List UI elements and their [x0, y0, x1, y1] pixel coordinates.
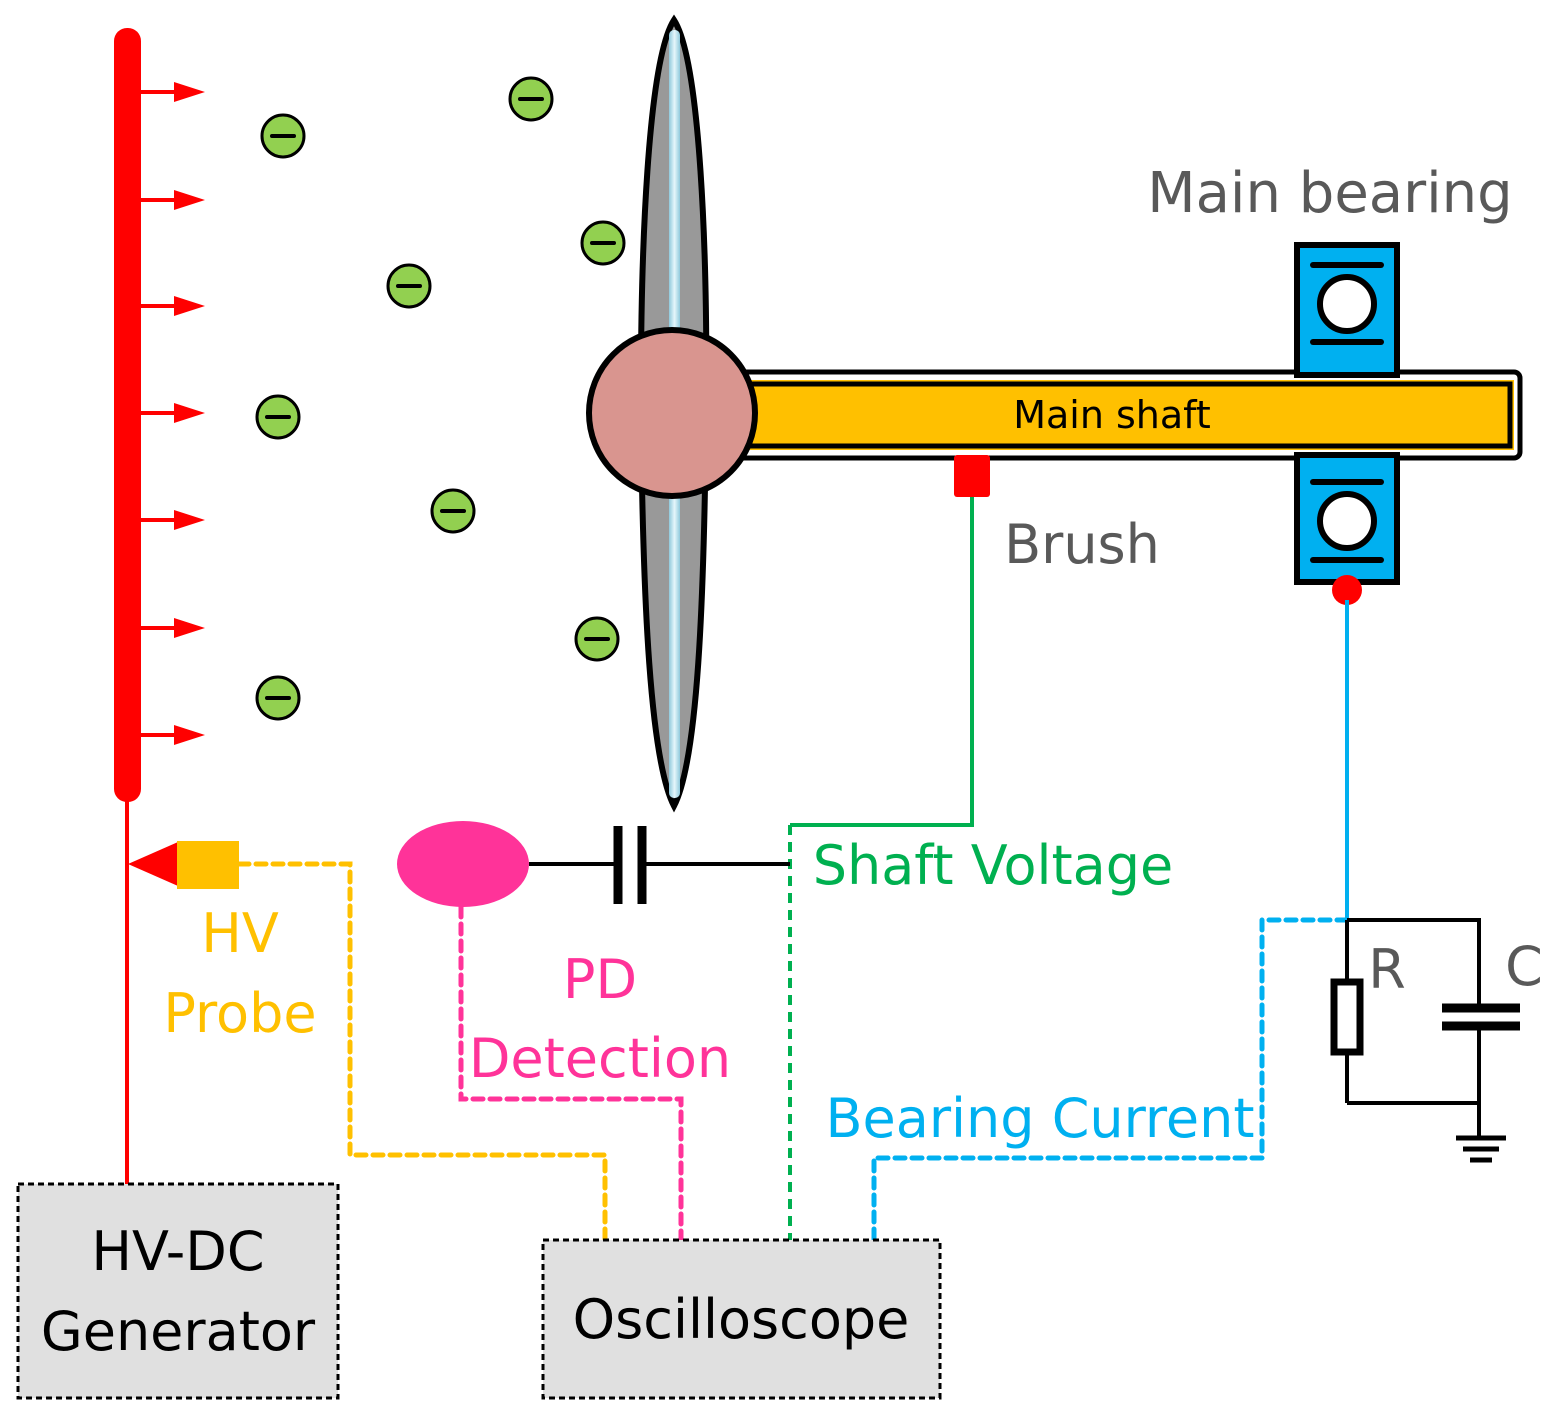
bearing-contact-point: [1332, 575, 1362, 605]
shaft-voltage-label: Shaft Voltage: [813, 834, 1174, 897]
negative-charge: [255, 675, 301, 721]
bearing-current-signal-line: [871, 917, 1350, 1243]
ground-icon: [1456, 1135, 1506, 1163]
negative-charge: [386, 263, 432, 309]
hvdc-generator-label-line1: HV-DC: [91, 1220, 264, 1283]
hvdc-generator: [16, 1182, 340, 1400]
emission-arrow: [140, 403, 205, 423]
hvdc-generator-label-line2: Generator: [41, 1300, 316, 1363]
negative-charge: [580, 220, 626, 266]
negative-charge: [508, 76, 554, 122]
negative-charge: [260, 113, 306, 159]
negative-charge: [255, 394, 301, 440]
main-bearing-label: Main bearing: [1147, 161, 1512, 226]
resistor-label: R: [1368, 938, 1406, 1001]
hv-probe-label-line1: HV: [201, 902, 279, 965]
bearing-lower: [1294, 452, 1400, 585]
pd-detection-label-line1: PD: [563, 948, 637, 1011]
hv-probe-label-line2: Probe: [163, 982, 316, 1045]
hv-probe-signal-line: [236, 861, 608, 1243]
resistor: [1330, 978, 1364, 1056]
hv-electrode: [114, 28, 205, 1185]
pd-detection-label-line2: Detection: [469, 1027, 731, 1090]
oscilloscope-label: Oscilloscope: [573, 1288, 910, 1351]
pd-sensor: [397, 821, 529, 907]
shaft-voltage-wire: [790, 497, 974, 827]
emission-arrows: [140, 82, 205, 745]
electrode-bar: [114, 28, 141, 802]
brush: [954, 455, 990, 497]
brush-label: Brush: [1004, 513, 1160, 576]
bearing-upper: [1294, 242, 1400, 378]
main-shaft-label: Main shaft: [1013, 393, 1211, 437]
rc-network: [1330, 918, 1520, 1163]
emission-arrow: [140, 510, 205, 530]
capacitor-label: C: [1505, 935, 1543, 998]
negative-charges: [255, 76, 626, 721]
negative-charge: [574, 616, 620, 662]
pd-signal-line: [458, 904, 684, 1243]
emission-arrow: [140, 725, 205, 745]
hv-probe: [128, 841, 239, 889]
rotor-hub: [586, 327, 758, 499]
emission-arrow: [140, 82, 205, 102]
oscilloscope: [541, 1238, 942, 1400]
emission-arrow: [140, 618, 205, 638]
coupling-capacitor: [529, 826, 790, 904]
emission-arrow: [140, 190, 205, 210]
emission-arrow: [140, 296, 205, 316]
bearing-current-label: Bearing Current: [825, 1087, 1254, 1150]
negative-charge: [430, 488, 476, 534]
